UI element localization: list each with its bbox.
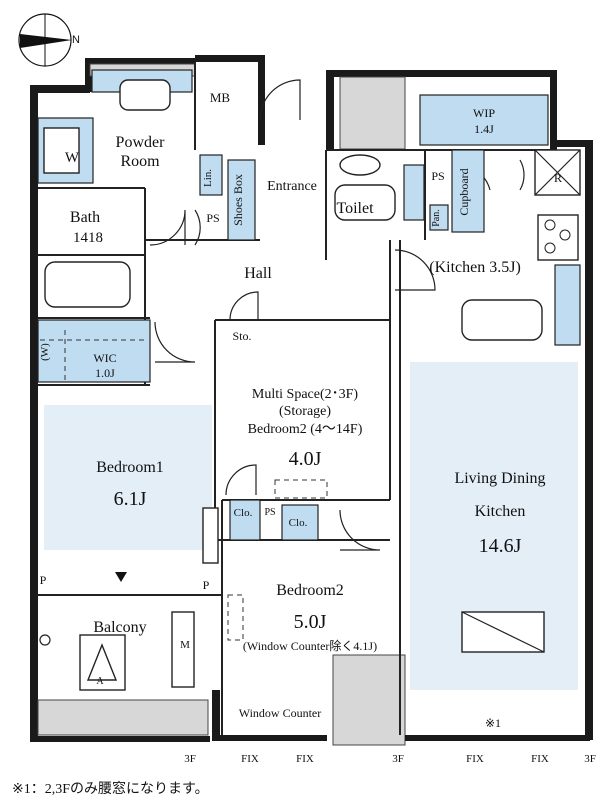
sto-label: Sto. [232, 329, 251, 343]
three-f-mark-1: 3F [184, 753, 196, 765]
outer-walls [30, 55, 593, 746]
fixtures [37, 69, 581, 736]
a-label: A [96, 676, 104, 687]
multi-space-label-1: Multi Space(2･3F) [252, 387, 358, 402]
kitchen-label: (Kitchen 3.5J) [429, 259, 521, 276]
mb-label: MB [210, 90, 231, 105]
powder-room-label-2: Room [120, 153, 160, 170]
three-f-mark-3: 3F [584, 753, 596, 765]
fix-mark-1: FIX [241, 753, 259, 765]
ps2-label: PS [431, 169, 444, 183]
living-label-1: Living Dining [454, 470, 545, 487]
multi-space-size: 4.0J [289, 448, 322, 470]
shoes-box-label: Shoes Box [231, 174, 245, 226]
powder-room-label-1: Powder [116, 134, 166, 151]
p-label-2: P [203, 578, 210, 592]
clo-label-2: Clo. [289, 517, 308, 529]
clo-label-1: Clo. [234, 507, 253, 519]
wic-label-1: WIC [93, 351, 116, 365]
bath-label-2: 1418 [73, 230, 103, 246]
interior-walls [38, 62, 550, 735]
hall-label: Hall [244, 265, 272, 282]
dashed-lines [40, 330, 328, 641]
m-label: M [180, 639, 190, 651]
pan-label: Pan. [431, 209, 442, 227]
ps-label: PS [206, 211, 219, 225]
note-mark: ※1 [485, 716, 501, 730]
multi-space-label-3: Bedroom2 (4～14F) [248, 422, 363, 437]
entrance-label: Entrance [267, 179, 317, 194]
bottom-marks: 3F FIX FIX 3F FIX FIX 3F [184, 753, 596, 765]
multi-space-label-2: (Storage) [279, 404, 331, 419]
fix-mark-3: FIX [466, 753, 484, 765]
footnote: ※1：2,3Fのみ腰窓になります。 [12, 782, 209, 797]
wip-label-1: WIP [473, 106, 495, 120]
lin-label: Lin. [202, 169, 214, 187]
wic-label-2: 1.0J [95, 366, 115, 380]
bath-label-1: Bath [70, 209, 100, 226]
north-label: N [72, 34, 80, 46]
ps3-label: PS [264, 507, 275, 518]
bedroom1-size: 6.1J [114, 488, 147, 510]
bedroom2-label: Bedroom2 [276, 582, 344, 599]
balcony-label: Balcony [93, 619, 146, 636]
wip-label-2: 1.4J [474, 122, 494, 136]
window-counter-label: Window Counter [239, 706, 322, 720]
toilet-label: Toilet [336, 200, 374, 217]
living-label-2: Kitchen [475, 503, 526, 520]
labels: Powder Room W Bath 1418 MB Lin. PS Shoes… [39, 90, 562, 730]
three-f-mark-2: 3F [392, 753, 404, 765]
bedroom1-label: Bedroom1 [96, 459, 164, 476]
bedroom1-floor [44, 405, 212, 550]
w-paren-label: (W) [39, 343, 51, 361]
bedroom2-note: (Window Counter除く4.1J) [243, 638, 377, 653]
fix-mark-4: FIX [531, 753, 549, 765]
bedroom2-size: 5.0J [294, 611, 327, 633]
living-size: 14.6J [479, 535, 522, 557]
cupboard-label: Cupboard [457, 168, 471, 215]
r-label: R [554, 171, 562, 185]
compass: N [18, 13, 80, 67]
p-label-1: P [40, 573, 47, 587]
fix-mark-2: FIX [296, 753, 314, 765]
w-label: W [65, 150, 80, 166]
